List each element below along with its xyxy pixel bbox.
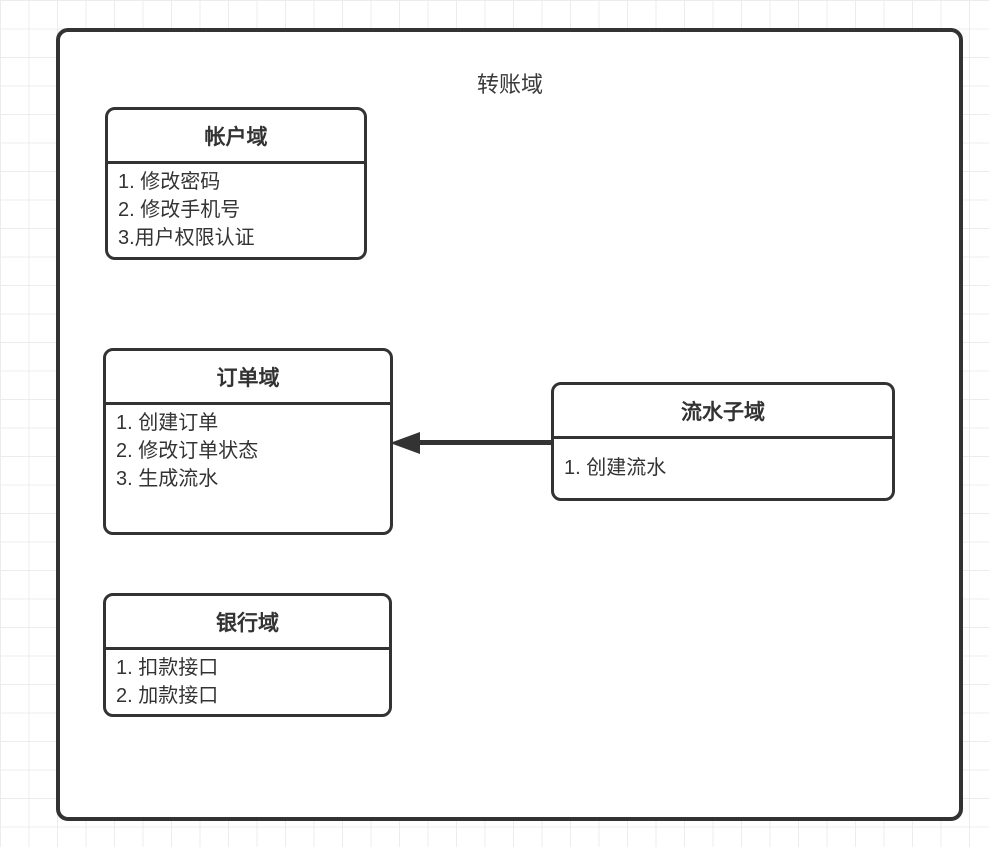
domain-box-order-body: 1. 创建订单 2. 修改订单状态 3. 生成流水 (106, 405, 390, 493)
domain-item: 2. 修改手机号 (118, 199, 241, 221)
domain-item: 2. 修改订单状态 (116, 440, 259, 462)
domain-item: 2. 加款接口 (116, 685, 219, 707)
domain-box-flow-subdomain[interactable]: 流水子域 1. 创建流水 (551, 382, 895, 501)
domain-box-account-body: 1. 修改密码 2. 修改手机号 3.用户权限认证 (108, 164, 364, 252)
domain-item: 1. 修改密码 (118, 171, 221, 193)
domain-item: 1. 创建订单 (116, 412, 219, 434)
domain-box-account-title: 帐户域 (108, 110, 364, 164)
transfer-domain-label: 转账域 (476, 72, 543, 97)
domain-box-order[interactable]: 订单域 1. 创建订单 2. 修改订单状态 3. 生成流水 (103, 348, 393, 535)
domain-item: 1. 扣款接口 (116, 657, 219, 679)
domain-item: 3. 生成流水 (116, 468, 219, 490)
domain-box-flow-subdomain-body: 1. 创建流水 (554, 439, 892, 482)
domain-box-account[interactable]: 帐户域 1. 修改密码 2. 修改手机号 3.用户权限认证 (105, 107, 367, 260)
domain-box-bank-title: 银行域 (106, 596, 389, 650)
domain-item: 1. 创建流水 (564, 457, 667, 479)
domain-box-flow-subdomain-title: 流水子域 (554, 385, 892, 439)
domain-box-bank[interactable]: 银行域 1. 扣款接口 2. 加款接口 (103, 593, 392, 717)
domain-box-bank-body: 1. 扣款接口 2. 加款接口 (106, 650, 389, 710)
arrowhead-left-icon (390, 432, 420, 454)
connector-flow-to-order[interactable] (418, 440, 551, 445)
domain-box-order-title: 订单域 (106, 351, 390, 405)
domain-item: 3.用户权限认证 (118, 227, 255, 249)
